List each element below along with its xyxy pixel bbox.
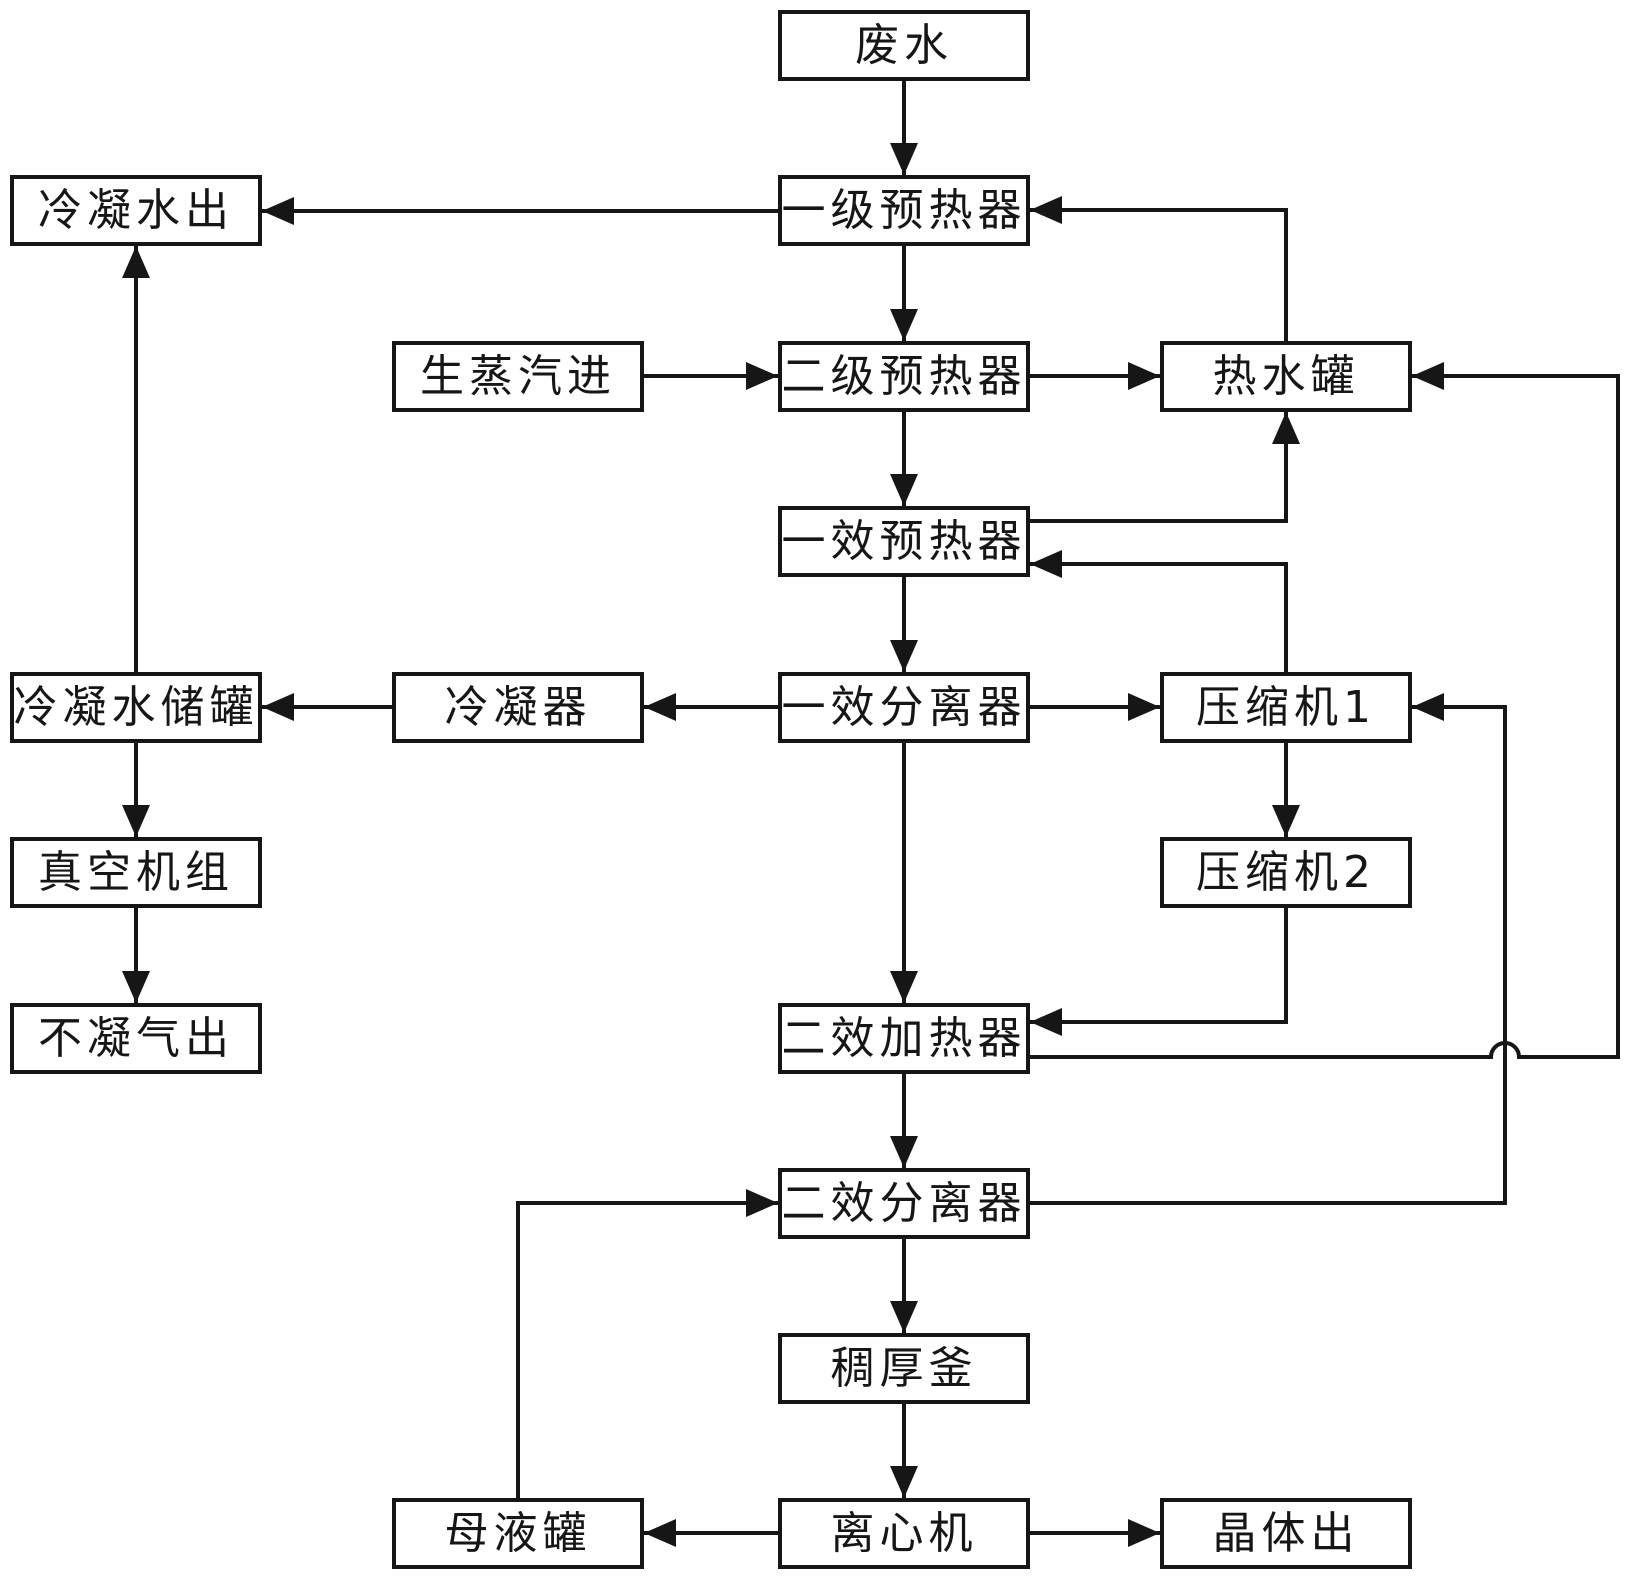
node-effect2-separator: 二效分离器: [778, 1168, 1030, 1239]
edge-centrifuge-mother-liquor-tank: [644, 1519, 778, 1547]
edge-arrowhead: [1412, 362, 1444, 390]
edge-effect1-preheater-hot-water-tank: [1030, 412, 1300, 523]
node-centrifuge: 离心机: [778, 1498, 1030, 1569]
edge-thickener-centrifuge: [890, 1404, 918, 1498]
edge-vacuum-unit-ncg-out: [122, 908, 150, 1003]
node-effect1-separator: 一效分离器: [778, 672, 1030, 743]
edge-arrowhead: [1030, 550, 1062, 578]
edge-effect2-separator-compressor1: [1030, 693, 1507, 1205]
edge-effect2-separator-thickener: [890, 1239, 918, 1333]
edge-arrowhead: [746, 1189, 778, 1217]
edge-arrowhead: [644, 693, 676, 721]
node-hot-water-tank: 热水罐: [1160, 341, 1412, 412]
edge-compressor1-effect1-preheater: [1030, 550, 1288, 672]
node-condensate-tank: 冷凝水储罐: [10, 672, 262, 743]
node-effect1-preheater: 一效预热器: [778, 506, 1030, 577]
edge-arrowhead: [1412, 693, 1444, 721]
edge-condensate-tank-vacuum-unit: [122, 743, 150, 837]
node-thickener: 稠厚釜: [778, 1333, 1030, 1404]
edge-arrowhead: [890, 309, 918, 341]
node-ncg-out: 不凝气出: [10, 1003, 262, 1074]
edge-effect2-heater-effect2-separator: [890, 1074, 918, 1168]
node-compressor1: 压缩机1: [1160, 672, 1412, 743]
edge-arrowhead: [1128, 693, 1160, 721]
node-mother-liquor-tank: 母液罐: [392, 1498, 644, 1569]
edge-arrowhead: [890, 971, 918, 1003]
edge-condensate-tank-condensate-out: [122, 246, 150, 672]
edge-wastewater-preheater1: [890, 81, 918, 175]
edge-arrowhead: [890, 640, 918, 672]
edge-line: [1030, 908, 1288, 1024]
node-condensate-out: 冷凝水出: [10, 175, 262, 246]
edge-arrowhead: [644, 1519, 676, 1547]
edge-line: [1030, 705, 1507, 1205]
edge-arrowhead: [890, 1301, 918, 1333]
edge-line: [1030, 208, 1288, 341]
edge-preheater1-condensate-out: [262, 197, 778, 225]
node-vacuum-unit: 真空机组: [10, 837, 262, 908]
edge-arrowhead: [122, 971, 150, 1003]
edge-raw-steam-in-preheater2: [644, 362, 778, 390]
edge-arrowhead: [1128, 362, 1160, 390]
edge-effect1-separator-condenser: [644, 693, 778, 721]
edge-line: [1030, 562, 1288, 672]
edge-centrifuge-crystal-out: [1030, 1519, 1160, 1547]
edge-effect2-heater-hot-water-tank: [1030, 362, 1620, 1059]
node-preheater2: 二级预热器: [778, 341, 1030, 412]
edge-line: [1030, 412, 1288, 523]
edge-arrowhead: [890, 474, 918, 506]
node-wastewater: 废水: [778, 10, 1030, 81]
node-compressor2: 压缩机2: [1160, 837, 1412, 908]
node-crystal-out: 晶体出: [1160, 1498, 1412, 1569]
edge-arrowhead: [746, 362, 778, 390]
edge-arrowhead: [1128, 1519, 1160, 1547]
edge-effect1-separator-effect2-heater: [890, 743, 918, 1003]
edge-arrowhead: [262, 693, 294, 721]
edge-arrowhead: [262, 197, 294, 225]
edge-condenser-condensate-tank: [262, 693, 392, 721]
edge-effect1-separator-compressor1: [1030, 693, 1160, 721]
edge-arrowhead: [890, 1136, 918, 1168]
edge-line: [1030, 374, 1620, 1059]
edge-effect1-preheater-effect1-separator: [890, 577, 918, 672]
edge-preheater2-hot-water-tank: [1030, 362, 1160, 390]
edge-arrowhead: [122, 246, 150, 278]
edge-arrowhead: [122, 805, 150, 837]
edge-hot-water-tank-preheater1: [1030, 196, 1288, 341]
node-preheater1: 一级预热器: [778, 175, 1030, 246]
edge-arrowhead: [1030, 1008, 1062, 1036]
edge-mother-liquor-tank-effect2-separator: [516, 1189, 778, 1498]
edge-preheater2-effect1-preheater: [890, 412, 918, 506]
node-effect2-heater: 二效加热器: [778, 1003, 1030, 1074]
edge-preheater1-preheater2: [890, 246, 918, 341]
node-condenser: 冷凝器: [392, 672, 644, 743]
edge-arrowhead: [1272, 805, 1300, 837]
edge-arrowhead: [890, 1466, 918, 1498]
edge-arrowhead: [890, 143, 918, 175]
edge-arrowhead: [1030, 196, 1062, 224]
edge-arrowhead: [1272, 412, 1300, 444]
edge-compressor2-effect2-heater: [1030, 908, 1288, 1036]
edge-compressor1-compressor2: [1272, 743, 1300, 837]
edge-line: [516, 1201, 778, 1498]
node-raw-steam-in: 生蒸汽进: [392, 341, 644, 412]
